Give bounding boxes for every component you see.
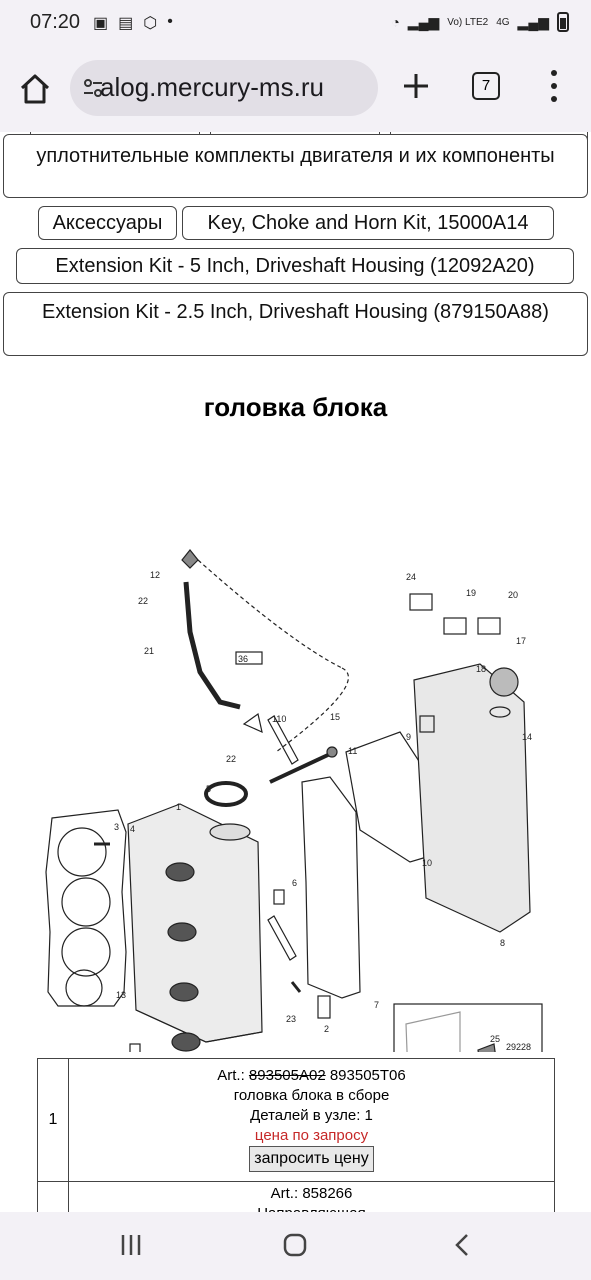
status-time: 07:20 (30, 11, 81, 33)
callout-20: 20 (508, 590, 518, 600)
part-art: Art.: 893505A02 893505T06 (69, 1066, 554, 1086)
part-name: Направляющая (69, 1204, 554, 1212)
callout-15: 15 (330, 712, 340, 722)
callout-18: 18 (476, 664, 486, 674)
address-bar[interactable]: alog.mercury-ms.ru (70, 60, 378, 116)
signal-icon-2: ▂▄▆ (517, 13, 549, 30)
art-label: Art.: (270, 1185, 299, 1202)
callout-2: 2 (324, 1024, 329, 1034)
callout-24: 24 (406, 572, 416, 582)
row-index: 1 (37, 1058, 69, 1182)
category-button[interactable]: Key, Choke and Horn Kit, 15000A14 (182, 206, 554, 240)
gallery-icon: ▣ (93, 15, 109, 32)
callout-25: 25 (490, 1034, 500, 1044)
home-icon[interactable] (18, 72, 52, 106)
callout-12: 12 (150, 570, 160, 580)
new-art-number: 858266 (302, 1185, 353, 1202)
site-settings-icon[interactable] (82, 77, 104, 99)
more-options-icon[interactable] (550, 68, 558, 104)
status-bar: 07:20 ▣ ▤ ⬡ • ◔ ▂▄▆ Vo) LTE2 4G ▂▄▆ (0, 0, 591, 44)
callout-17: 17 (516, 636, 526, 646)
callout-11: 11 (348, 746, 357, 756)
signal-icon: ▂▄▆ (407, 13, 440, 30)
callout-7: 7 (374, 1000, 379, 1010)
tab-switcher-button[interactable]: 7 (472, 72, 500, 100)
callout-1: 1 (176, 802, 181, 812)
table-row: Art.: 858266 Направляющая (37, 1181, 555, 1212)
callout-19: 19 (466, 588, 476, 598)
url-text: alog.mercury-ms.ru (100, 72, 324, 102)
callout-3: 3 (114, 822, 119, 832)
category-button[interactable]: Аксессуары (38, 206, 177, 240)
old-art-number: 893505A02 (248, 1067, 326, 1084)
parts-table: 1 Art.: 893505A02 893505T06 головка блок… (37, 1058, 555, 1212)
network-label: Vo) LTE2 (447, 16, 489, 28)
table-row: 1 Art.: 893505A02 893505T06 головка блок… (37, 1058, 555, 1182)
tube-label-36: 36 (238, 654, 248, 664)
category-button[interactable]: Extension Kit - 5 Inch, Driveshaft Housi… (16, 248, 574, 284)
system-icons: ◔ ▂▄▆ Vo) LTE2 4G ▂▄▆ (391, 12, 569, 32)
new-tab-icon[interactable] (400, 70, 432, 102)
section-title: головка блока (203, 392, 388, 422)
callout-9: 9 (406, 732, 411, 742)
system-nav-bar (0, 1212, 591, 1280)
row-index (37, 1181, 69, 1212)
callout-22b: 22 (226, 754, 236, 764)
part-art: Art.: 858266 (69, 1184, 554, 1204)
callout-4: 4 (130, 824, 135, 834)
diagram-id: 29228 (506, 1042, 531, 1052)
back-icon[interactable] (450, 1232, 476, 1258)
callout-14: 14 (522, 732, 532, 742)
art-label: Art.: (217, 1067, 245, 1084)
part-cell: Art.: 893505A02 893505T06 головка блока … (68, 1058, 555, 1182)
new-art-number: 893505T06 (329, 1067, 406, 1084)
dot-icon: • (167, 13, 173, 30)
callout-8: 8 (500, 938, 505, 948)
network-gen-label: 4G (496, 16, 510, 28)
request-price-button[interactable]: запросить цену (249, 1146, 374, 1172)
clipboard-icon: ▤ (118, 15, 134, 32)
part-qty: Деталей в узле: 1 (250, 1107, 373, 1124)
part-name: головка блока в сборе (233, 1087, 390, 1104)
part-cell: Art.: 858266 Направляющая (68, 1181, 555, 1212)
browser-toolbar: alog.mercury-ms.ru 7 (0, 44, 591, 132)
callout-10: 10 (422, 858, 432, 868)
callout-13: 13 (116, 990, 126, 1000)
part-price: цена по запросу (254, 1127, 369, 1144)
notification-icons: ▣ ▤ ⬡ • (93, 13, 173, 33)
callout-6: 6 (292, 878, 297, 888)
nav-home-icon[interactable] (282, 1232, 308, 1258)
callout-21: 21 (144, 646, 154, 656)
package-icon: ⬡ (143, 15, 158, 32)
tube-label-110: 110 (272, 714, 286, 724)
wifi-icon: ◔ (391, 14, 400, 30)
callout-22: 22 (138, 596, 148, 606)
battery-icon (557, 12, 569, 32)
callout-23: 23 (286, 1014, 296, 1024)
callout-5: 5 (206, 784, 211, 794)
recent-apps-icon[interactable] (118, 1232, 144, 1258)
category-button[interactable]: уплотнительные комплекты двигателя и их … (3, 134, 588, 198)
category-button[interactable]: Extension Kit - 2.5 Inch, Driveshaft Hou… (3, 292, 588, 356)
parts-diagram: 13 1 2 3 4 5 6 7 8 9 10 11 12 14 15 16 1… (45, 549, 543, 1052)
page-content: уплотнительные комплекты двигателя и их … (0, 132, 591, 1212)
